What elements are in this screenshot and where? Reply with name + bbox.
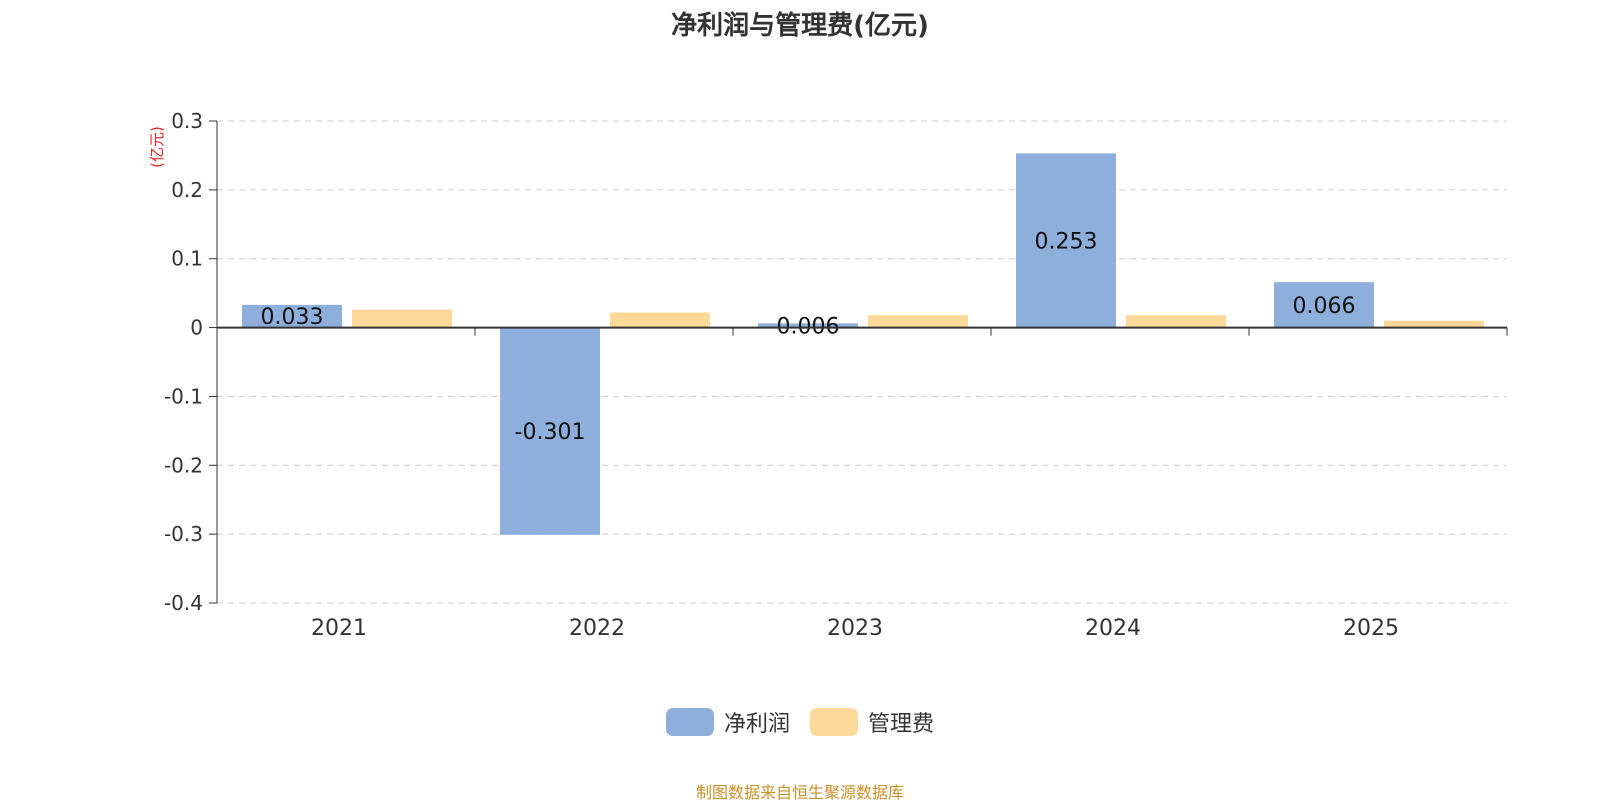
- legend-swatch-net-profit: [665, 708, 714, 736]
- x-tick-label-2025: 2025: [1343, 616, 1399, 641]
- bar-net-profit-2022: [500, 327, 600, 535]
- y-tick-label: -0.3: [164, 522, 203, 546]
- bar-net-profit-2021: [242, 304, 342, 328]
- data-label-net-profit-2021: 0.033: [261, 305, 324, 330]
- y-tick-label: 0.2: [171, 178, 203, 202]
- bar-chart: 0.3 0.2 0.1 0 -0.1 -0.2 -0.3 -0.4 (亿元) 0.033 -0.30…: [148, 109, 1508, 641]
- y-tick-label: 0: [190, 316, 203, 340]
- legend-label-management-fee: 管理费: [868, 712, 935, 737]
- bar-management-fee-2024: [1126, 315, 1226, 328]
- legend-item-net-profit[interactable]: 净利润: [665, 706, 790, 738]
- bar-management-fee-2021: [352, 309, 452, 328]
- data-label-net-profit-2022: -0.301: [515, 420, 586, 445]
- y-tick-label: 0.1: [171, 247, 203, 271]
- y-tick-label: 0.3: [171, 109, 203, 133]
- data-label-net-profit-2025: 0.066: [1293, 294, 1356, 319]
- bar-net-profit-2025: [1274, 282, 1374, 328]
- legend-label-net-profit: 净利润: [723, 712, 790, 737]
- bar-management-fee-2022: [610, 312, 710, 328]
- y-tick-label: -0.1: [164, 384, 203, 408]
- x-tick-label-2022: 2022: [569, 616, 625, 641]
- data-source-note: 制图数据来自恒生聚源数据库: [695, 783, 904, 802]
- chart-title: 净利润与管理费(亿元): [671, 11, 929, 41]
- data-label-net-profit-2024: 0.253: [1035, 229, 1098, 254]
- x-tick-label-2021: 2021: [311, 616, 367, 641]
- x-tick-label-2024: 2024: [1085, 616, 1141, 641]
- bar-net-profit-2023: [758, 323, 858, 328]
- y-tick-label: -0.4: [164, 591, 203, 615]
- legend: 净利润 管理费: [0, 706, 1600, 738]
- bar-management-fee-2023: [868, 315, 968, 328]
- legend-item-management-fee[interactable]: 管理费: [810, 706, 934, 738]
- bar-net-profit-2024: [1016, 153, 1116, 328]
- bar-management-fee-2025: [1384, 320, 1484, 328]
- x-tick-label-2023: 2023: [827, 616, 883, 641]
- y-axis-unit-label: (亿元): [148, 126, 166, 168]
- legend-swatch-management-fee: [810, 708, 858, 736]
- y-tick-label: -0.2: [164, 453, 203, 477]
